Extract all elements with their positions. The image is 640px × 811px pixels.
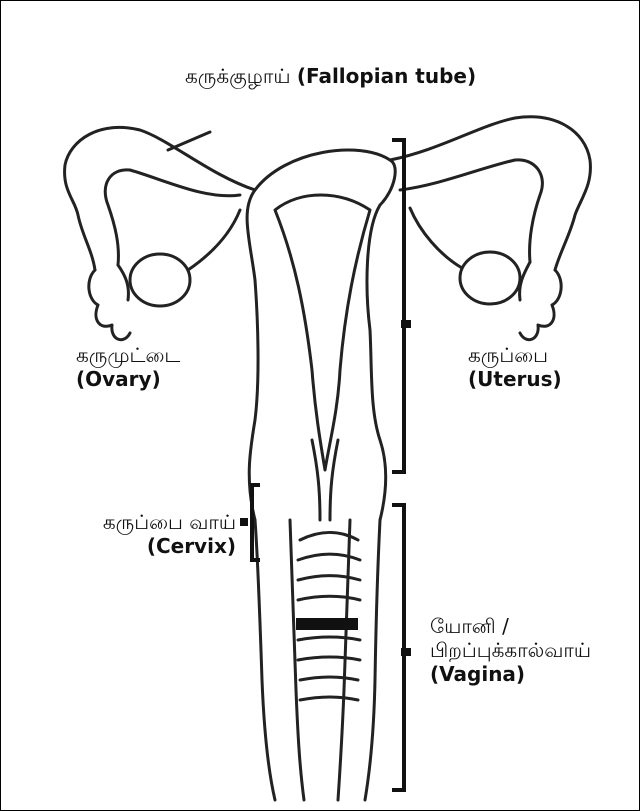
cervix-tamil: கருப்பை வாய் xyxy=(70,510,236,534)
vagina-english: (Vagina) xyxy=(430,662,525,686)
label-vagina: யோனி / பிறப்புக்கால்வாய் (Vagina) xyxy=(430,614,591,686)
right-fallopian-tube xyxy=(390,117,590,270)
vaginal-dark-band xyxy=(296,618,358,630)
label-ovary: கருமுட்டை (Ovary) xyxy=(76,343,180,391)
cervix-english: (Cervix) xyxy=(147,534,236,558)
uterus-outline xyxy=(247,150,395,520)
uterus-tamil: கருப்பை xyxy=(468,343,562,367)
uterine-cavity xyxy=(275,195,370,470)
vagina-bracket xyxy=(392,505,404,790)
ovary-tamil: கருமுட்டை xyxy=(76,343,180,367)
uterus-english: (Uterus) xyxy=(468,367,562,391)
uterus-bracket xyxy=(392,140,404,472)
ovary-english: (Ovary) xyxy=(76,367,161,391)
right-fimbriae xyxy=(520,262,562,340)
fallopian-english: (Fallopian tube) xyxy=(297,64,476,88)
left-fallopian-tube xyxy=(65,127,255,270)
vagina-tamil-line2: பிறப்புக்கால்வாய் xyxy=(430,638,591,662)
left-fimbriae xyxy=(89,265,130,340)
label-fallopian-tube: கருக்குழாய் (Fallopian tube) xyxy=(185,64,476,88)
right-ovary xyxy=(460,252,520,304)
cervical-canal xyxy=(312,440,338,520)
fallopian-tamil: கருக்குழாய் xyxy=(185,64,290,88)
label-cervix: கருப்பை வாய் (Cervix) xyxy=(70,510,236,558)
left-ovary xyxy=(130,254,190,306)
vaginal-rugae xyxy=(298,533,360,701)
label-uterus: கருப்பை (Uterus) xyxy=(468,343,562,391)
vagina-tamil-line1: யோனி / xyxy=(430,614,591,638)
